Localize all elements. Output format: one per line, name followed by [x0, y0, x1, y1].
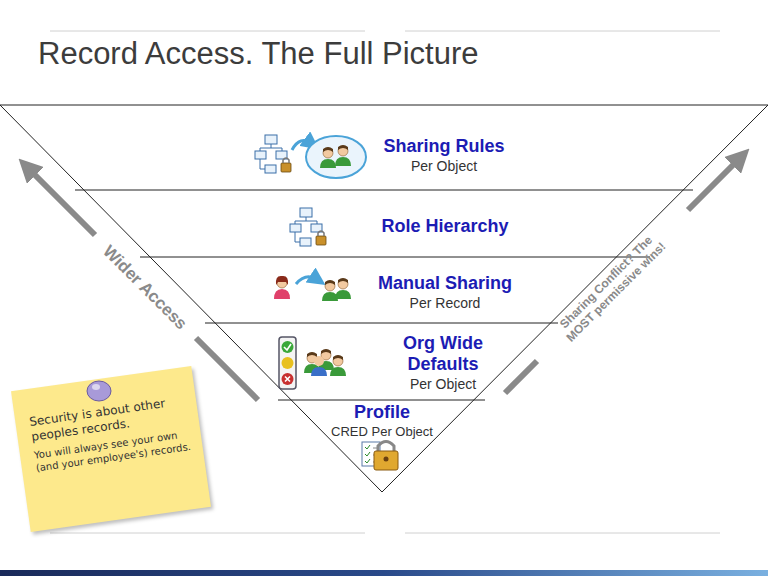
band-heading: Profile — [323, 402, 441, 423]
band-scope: Per Object — [369, 157, 519, 175]
slide-title: Record Access. The Full Picture — [38, 36, 479, 72]
pyramid-band: Sharing RulesPer Object — [369, 136, 519, 175]
pyramid-band: ProfileCRED Per Object — [323, 402, 441, 441]
pyramid-band: Org Wide DefaultsPer Object — [387, 333, 499, 393]
band-scope: CRED Per Object — [323, 423, 441, 441]
band-heading: Role Hierarchy — [365, 216, 525, 237]
band-heading: Org Wide Defaults — [387, 333, 499, 375]
pyramid-band: Manual SharingPer Record — [360, 273, 530, 312]
band-heading: Sharing Rules — [369, 136, 519, 157]
sticky-note: Security is about other peoples records.… — [11, 366, 211, 532]
band-heading: Manual Sharing — [360, 273, 530, 294]
pyramid-band: Role Hierarchy — [365, 216, 525, 237]
band-scope: Per Object — [387, 375, 499, 393]
band-scope: Per Record — [360, 294, 530, 312]
